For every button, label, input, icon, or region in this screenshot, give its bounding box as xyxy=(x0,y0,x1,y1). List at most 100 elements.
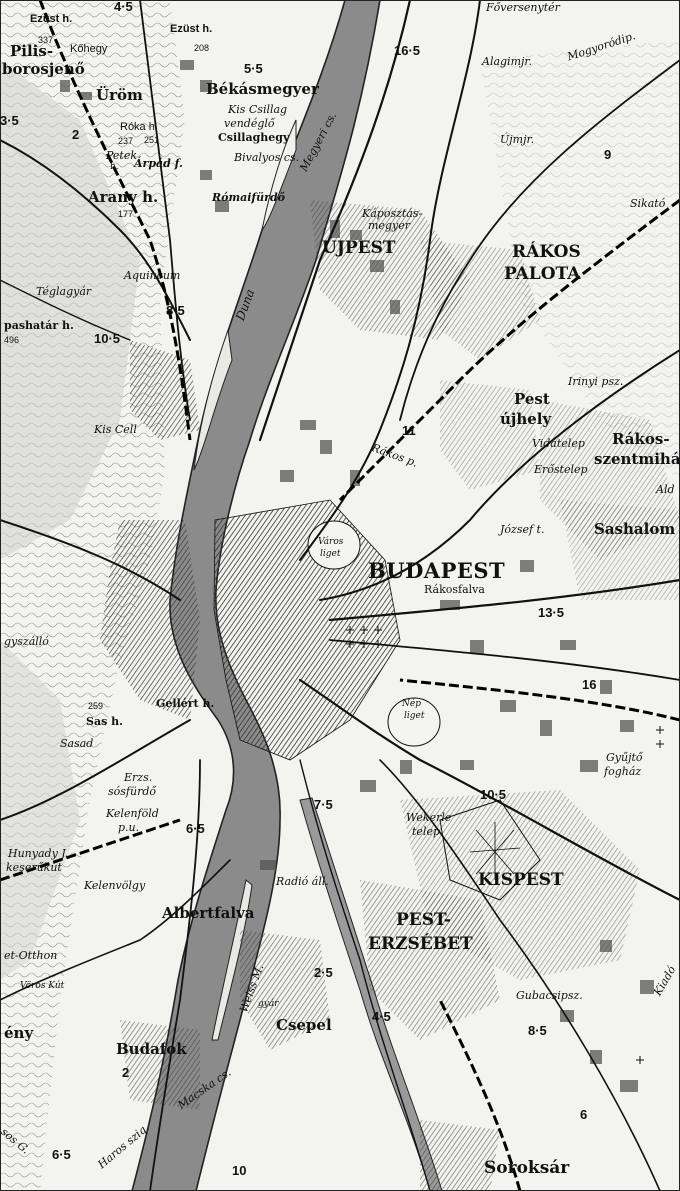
marker-5-5: 5·5 xyxy=(244,61,263,76)
label-erzs: Erzs. xyxy=(124,771,153,784)
label-urom: Üröm xyxy=(96,86,143,104)
label-gubacsi: Gubacsipsz. xyxy=(516,989,583,1002)
label-kis-csillag: Kis Csillag xyxy=(228,103,288,116)
soroksar-branch xyxy=(299,797,443,1191)
pestujhely-area xyxy=(440,380,540,490)
marker-4-5-top: 4·5 xyxy=(114,0,133,14)
marker-9: 9 xyxy=(604,147,612,162)
label-elev-251: 251 xyxy=(144,135,160,145)
wekerle-telep xyxy=(439,799,541,901)
label-nep: Nép xyxy=(402,699,421,709)
label-szentmihaly: szentmihál xyxy=(594,450,680,468)
building-blocks xyxy=(60,60,654,1092)
label-bivalyos: Bivalyos cs. xyxy=(234,151,300,164)
label-vagyszallo: gyszálló xyxy=(4,635,49,648)
label-budafok: Budafok xyxy=(116,1040,187,1058)
label-elev-259: 259 xyxy=(88,701,104,711)
label-kelenvolgy: Kelenvölgy xyxy=(84,879,146,892)
marker-16-5: 16·5 xyxy=(394,43,421,58)
label-ujmjr: Újmjr. xyxy=(500,133,535,146)
label-irinyi: Irinyi psz. xyxy=(568,375,624,388)
sashalom-area xyxy=(560,500,680,600)
island-margit xyxy=(193,329,233,471)
label-kelenfold: Kelenföld xyxy=(106,807,159,820)
buda-hills-shade-2 xyxy=(0,640,80,980)
label-sas-h: Sas h. xyxy=(86,715,123,728)
label-foversenyter: Főversenytér xyxy=(486,1,560,14)
label-sasad: Sasad xyxy=(60,737,94,750)
label-soroksar: Soroksár xyxy=(484,1158,570,1178)
label-voros-kut: Vörös Kút xyxy=(20,981,65,991)
label-sosfurdo: sósfürdő xyxy=(108,785,156,798)
label-ald: Ald xyxy=(656,483,675,496)
label-wekerle-telep: telep xyxy=(412,825,440,838)
label-elev-177: 177 xyxy=(118,209,134,219)
marker-16: 16 xyxy=(582,677,597,692)
buda-hills-shade xyxy=(0,60,140,560)
marker-2-bot: 2 xyxy=(122,1065,130,1080)
label-erzsebet: ERZSÉBET xyxy=(368,934,473,954)
marker-2: 2 xyxy=(72,127,80,142)
rakospalota-area xyxy=(420,240,540,360)
label-ezust-h-nw: Ezüst h. xyxy=(30,13,73,25)
label-kaposztas: Káposztás- xyxy=(362,207,423,220)
buda-core xyxy=(100,520,200,720)
label-kispest: KISPEST xyxy=(478,870,564,890)
label-rakosfalva: Rákosfalva xyxy=(424,583,485,596)
wekerle-star xyxy=(469,822,521,880)
label-csepel: Csepel xyxy=(276,1016,332,1034)
soroksar-area xyxy=(420,1120,500,1191)
label-gyar: gyár xyxy=(258,999,279,1009)
marker-13-5: 13·5 xyxy=(538,605,565,620)
label-petek: Petek xyxy=(106,149,138,162)
budapest-core xyxy=(213,499,401,761)
budafok-area xyxy=(120,1020,200,1110)
marker-6-5-mid: 6·5 xyxy=(186,821,205,836)
island-north xyxy=(261,119,297,231)
label-hunyadyj: Hunyady J. xyxy=(8,847,69,860)
label-roka-h: Róka h. xyxy=(120,121,158,133)
label-petek-h: h. xyxy=(110,162,119,172)
east-hills xyxy=(480,40,680,480)
label-vidatelep: Vidatelep xyxy=(532,437,585,450)
label-vendeglo: vendéglő xyxy=(224,117,275,130)
marker-8-5-bot: 8·5 xyxy=(528,1023,547,1038)
label-liget: liget xyxy=(320,549,341,559)
pesterzsebet-area xyxy=(360,880,500,1040)
marker-10: 10 xyxy=(232,1163,247,1178)
label-arpad: Árpád f. xyxy=(134,157,183,170)
label-keserukut: keserűkút xyxy=(6,861,62,874)
island-csepel-tip xyxy=(211,879,253,1041)
label-sikato: Sikató xyxy=(630,197,666,210)
label-rakos2: Rákos- xyxy=(612,430,670,448)
marker-7-5: 7·5 xyxy=(314,797,333,812)
label-elev-237: 237 xyxy=(118,136,134,146)
label-palota: PALOTA xyxy=(504,264,581,284)
label-megyer: megyer xyxy=(368,219,410,232)
label-rakos: RÁKOS xyxy=(512,242,581,262)
marker-3-5: 3·5 xyxy=(0,113,19,128)
marker-2-5: 2·5 xyxy=(314,965,333,980)
label-borosjeno: borosjenő xyxy=(2,60,85,78)
label-elev-496: 496 xyxy=(4,335,20,345)
label-teglagyar: Téglagyár xyxy=(36,285,92,298)
label-budapest: BUDAPEST xyxy=(368,558,506,583)
marker-10-5-mid: 10·5 xyxy=(480,787,507,802)
label-alagimjr: Alagimjr. xyxy=(482,55,532,68)
label-varos: Város xyxy=(318,537,344,547)
marker-10-5-left: 10·5 xyxy=(94,331,121,346)
label-ujhely: újhely xyxy=(500,410,552,428)
label-elev-208: 208 xyxy=(194,43,210,53)
label-elev-337: 337 xyxy=(38,35,54,45)
marker-11: 11 xyxy=(402,423,416,438)
marker-6-5-bot: 6·5 xyxy=(52,1147,71,1162)
label-pest: Pest xyxy=(514,390,550,408)
label-erostelep: Erőstelep xyxy=(534,463,588,476)
label-eny: ény xyxy=(4,1024,34,1042)
marker-4-5-bot: 4·5 xyxy=(372,1009,391,1024)
label-gyujto: Gyűjtő xyxy=(606,751,643,764)
nepliget xyxy=(387,697,441,747)
